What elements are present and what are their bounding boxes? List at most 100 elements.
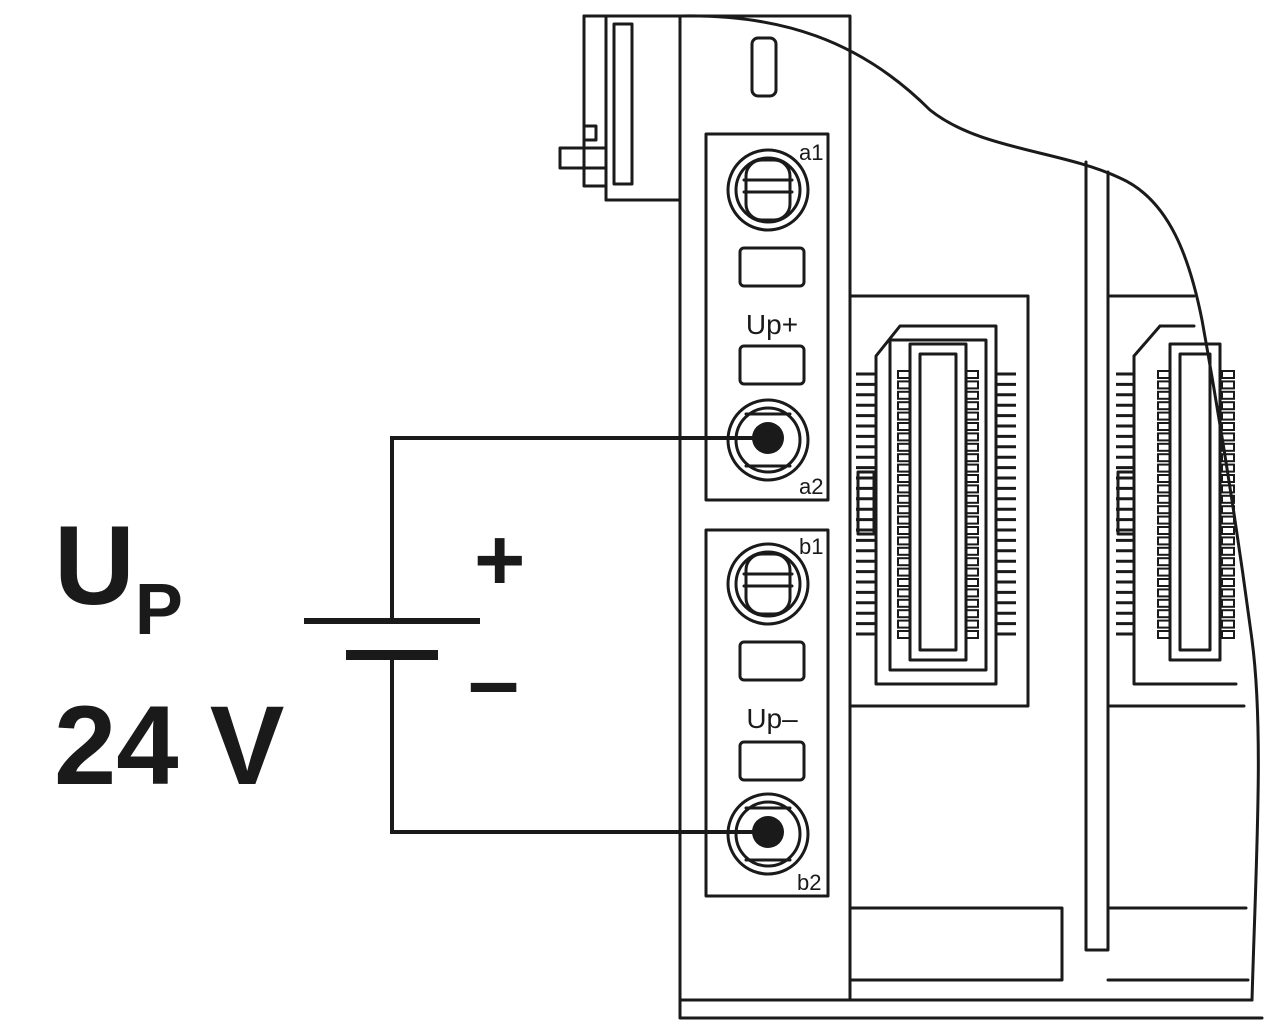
connector-contact	[1157, 422, 1171, 431]
connector-contact	[1157, 401, 1171, 411]
connector-contact	[1157, 609, 1171, 619]
release-button-b1[interactable]	[738, 640, 806, 682]
supply-voltage: 24 V	[54, 683, 284, 808]
terminal-label-up-minus: Up–	[746, 703, 798, 734]
connector-contact	[897, 557, 911, 567]
connector-contact	[897, 598, 911, 608]
wire-positive	[390, 436, 766, 620]
bus-connector-1-center-inner	[918, 352, 958, 652]
release-button-a2[interactable]	[738, 344, 806, 386]
connector-contact	[1221, 526, 1235, 535]
connector-contact	[1157, 526, 1171, 535]
terminal-block-lower-frame	[704, 528, 830, 898]
latch-outer	[582, 14, 608, 188]
bus-connector-1-center	[908, 342, 968, 662]
top-slot	[750, 36, 778, 98]
connector-contact	[965, 411, 979, 421]
wire-end-b2	[752, 816, 784, 848]
wiring	[390, 436, 766, 834]
connector-contact	[897, 536, 911, 546]
connector-contact	[1221, 557, 1235, 567]
release-button-a1[interactable]	[738, 246, 806, 288]
supply-symbol: UP	[54, 503, 183, 650]
connector-contact	[965, 390, 979, 400]
connector-contact	[965, 494, 979, 504]
connector-contact	[1221, 474, 1235, 483]
connector-contact	[1221, 422, 1235, 431]
connector-contact	[1157, 453, 1171, 463]
connector-contact	[965, 422, 979, 431]
connector-contact	[965, 401, 979, 411]
connector-contact	[1157, 442, 1171, 452]
connector-contact	[965, 619, 979, 629]
connector-contact	[1157, 484, 1171, 494]
supply-symbol-main: U	[54, 503, 135, 628]
connector-contact	[1221, 380, 1235, 390]
latch-tab	[558, 146, 608, 170]
connector-contact	[897, 546, 911, 556]
connector-contact	[1221, 484, 1235, 494]
connector-contact	[1221, 536, 1235, 546]
bus-connector-1-frame-inner	[888, 338, 988, 672]
connector-contact	[1221, 411, 1235, 421]
terminal-label-a1: a1	[799, 140, 823, 165]
connector-contact	[897, 463, 911, 473]
body-left-edge	[582, 14, 1264, 1020]
connector-contact	[897, 630, 911, 639]
connector-contact	[1221, 390, 1235, 400]
connector-contact	[897, 619, 911, 629]
terminal-a2[interactable]	[726, 398, 810, 482]
bus-connector-1-housing	[848, 294, 1030, 708]
connector-contact	[897, 380, 911, 390]
connector-contact	[965, 463, 979, 473]
bus-connector-1-frame	[874, 324, 998, 686]
connector-contact	[1221, 578, 1235, 587]
supply-symbol-sub: P	[135, 570, 183, 650]
bus-connector-1-pins	[856, 370, 1016, 639]
polarity-plus: +	[474, 510, 525, 609]
connector-contact	[897, 526, 911, 535]
wire-end-a2	[752, 422, 784, 454]
connector-contact	[1221, 494, 1235, 504]
connector-contact	[1221, 442, 1235, 452]
release-button-b2[interactable]	[738, 740, 806, 782]
connector-contact	[1221, 609, 1235, 619]
connector-contact	[1157, 380, 1171, 390]
connector-contact	[965, 432, 979, 442]
connector-contact	[1221, 463, 1235, 473]
latch-inner	[612, 22, 634, 186]
terminal-block-upper: a1 Up+ a2	[704, 132, 830, 502]
terminal-a1[interactable]	[726, 148, 810, 232]
connector-contact	[897, 442, 911, 452]
body-divider-2	[1084, 160, 1110, 952]
connector-contact	[965, 598, 979, 608]
connector-contact	[897, 453, 911, 463]
connector-contact	[965, 515, 979, 525]
bus-connector-2-center	[1168, 342, 1222, 662]
connector-contact	[965, 546, 979, 556]
bus-connector-2-side-tab	[1116, 470, 1136, 536]
connector-contact	[965, 609, 979, 619]
bus-connector-2-pins	[1116, 370, 1235, 639]
connector-contact	[965, 380, 979, 390]
connector-contact	[965, 536, 979, 546]
lower-box-left	[848, 906, 1064, 982]
terminal-label-up-plus: Up+	[746, 309, 798, 340]
connector-contact	[897, 578, 911, 587]
polarity-minus: –	[468, 630, 519, 732]
connector-contact	[965, 484, 979, 494]
connector-contact	[965, 578, 979, 587]
connector-contact	[965, 630, 979, 639]
connector-contact	[965, 453, 979, 463]
terminal-b1[interactable]	[726, 542, 810, 626]
connector-contact	[897, 474, 911, 483]
connector-contact	[965, 557, 979, 567]
connector-contact	[965, 505, 979, 515]
connector-contact	[897, 422, 911, 431]
connector-contact	[965, 567, 979, 577]
connector-contact	[897, 609, 911, 619]
connector-contact	[1221, 588, 1235, 598]
connector-contact	[965, 588, 979, 598]
connector-contact	[1157, 546, 1171, 556]
connector-contact	[1157, 494, 1171, 504]
